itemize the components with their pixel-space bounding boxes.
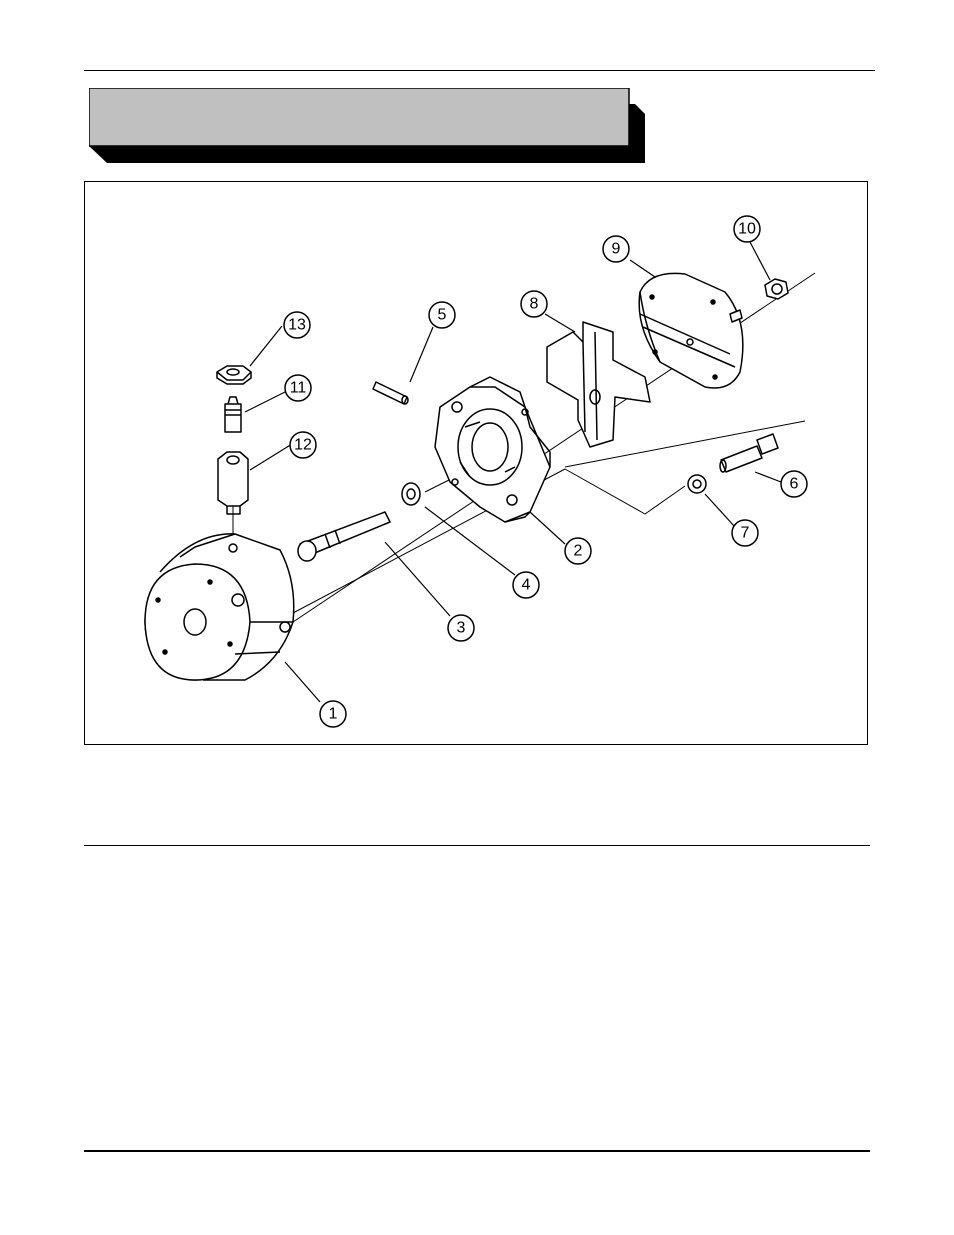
callout-10: 10 (734, 216, 760, 242)
callout-1-label: 1 (329, 706, 338, 723)
part-2-pump-body (435, 377, 550, 522)
callout-8-label: 8 (530, 296, 539, 313)
callout-12-label: 12 (294, 437, 312, 454)
callout-11-label: 11 (290, 380, 307, 397)
callout-13: 13 (284, 312, 310, 338)
callout-12: 12 (290, 432, 316, 458)
part-9-end-plate (639, 273, 743, 388)
footer-rule (84, 1150, 870, 1152)
callout-3: 3 (448, 615, 474, 641)
callout-4: 4 (513, 572, 539, 598)
part-11-fitting (225, 397, 241, 432)
part-10-nut (765, 279, 788, 299)
part-12-adapter (218, 452, 248, 514)
callout-5-label: 5 (438, 307, 447, 324)
callout-9: 9 (603, 236, 629, 262)
callout-10-label: 10 (738, 221, 756, 238)
section-title-banner (89, 88, 645, 163)
header-rule (84, 70, 875, 71)
part-6-bolt (720, 434, 778, 472)
callout-6: 6 (781, 471, 807, 497)
callout-6-label: 6 (790, 476, 799, 493)
exploded-parts-diagram: 1 2 3 4 5 6 7 8 9 10 11 (84, 181, 868, 745)
callout-9-label: 9 (612, 241, 621, 258)
callout-1: 1 (320, 701, 346, 727)
part-13-hex-nut (217, 366, 251, 384)
callout-7-label: 7 (741, 525, 750, 542)
callout-13-label: 13 (288, 317, 306, 334)
callout-11: 11 (285, 375, 311, 401)
callout-4-label: 4 (522, 577, 531, 594)
part-3-shaft (298, 512, 390, 561)
section-divider (84, 845, 870, 846)
part-7-bushing (688, 475, 706, 493)
part-1-housing (145, 534, 294, 680)
callout-7: 7 (732, 520, 758, 546)
callout-8: 8 (521, 291, 547, 317)
callout-2-label: 2 (574, 543, 583, 560)
callout-5: 5 (429, 302, 455, 328)
callout-2: 2 (565, 538, 591, 564)
part-8-cross-plate (547, 322, 650, 447)
part-4-washer (402, 483, 420, 505)
callout-3-label: 3 (457, 620, 466, 637)
part-5-pin (373, 382, 408, 404)
